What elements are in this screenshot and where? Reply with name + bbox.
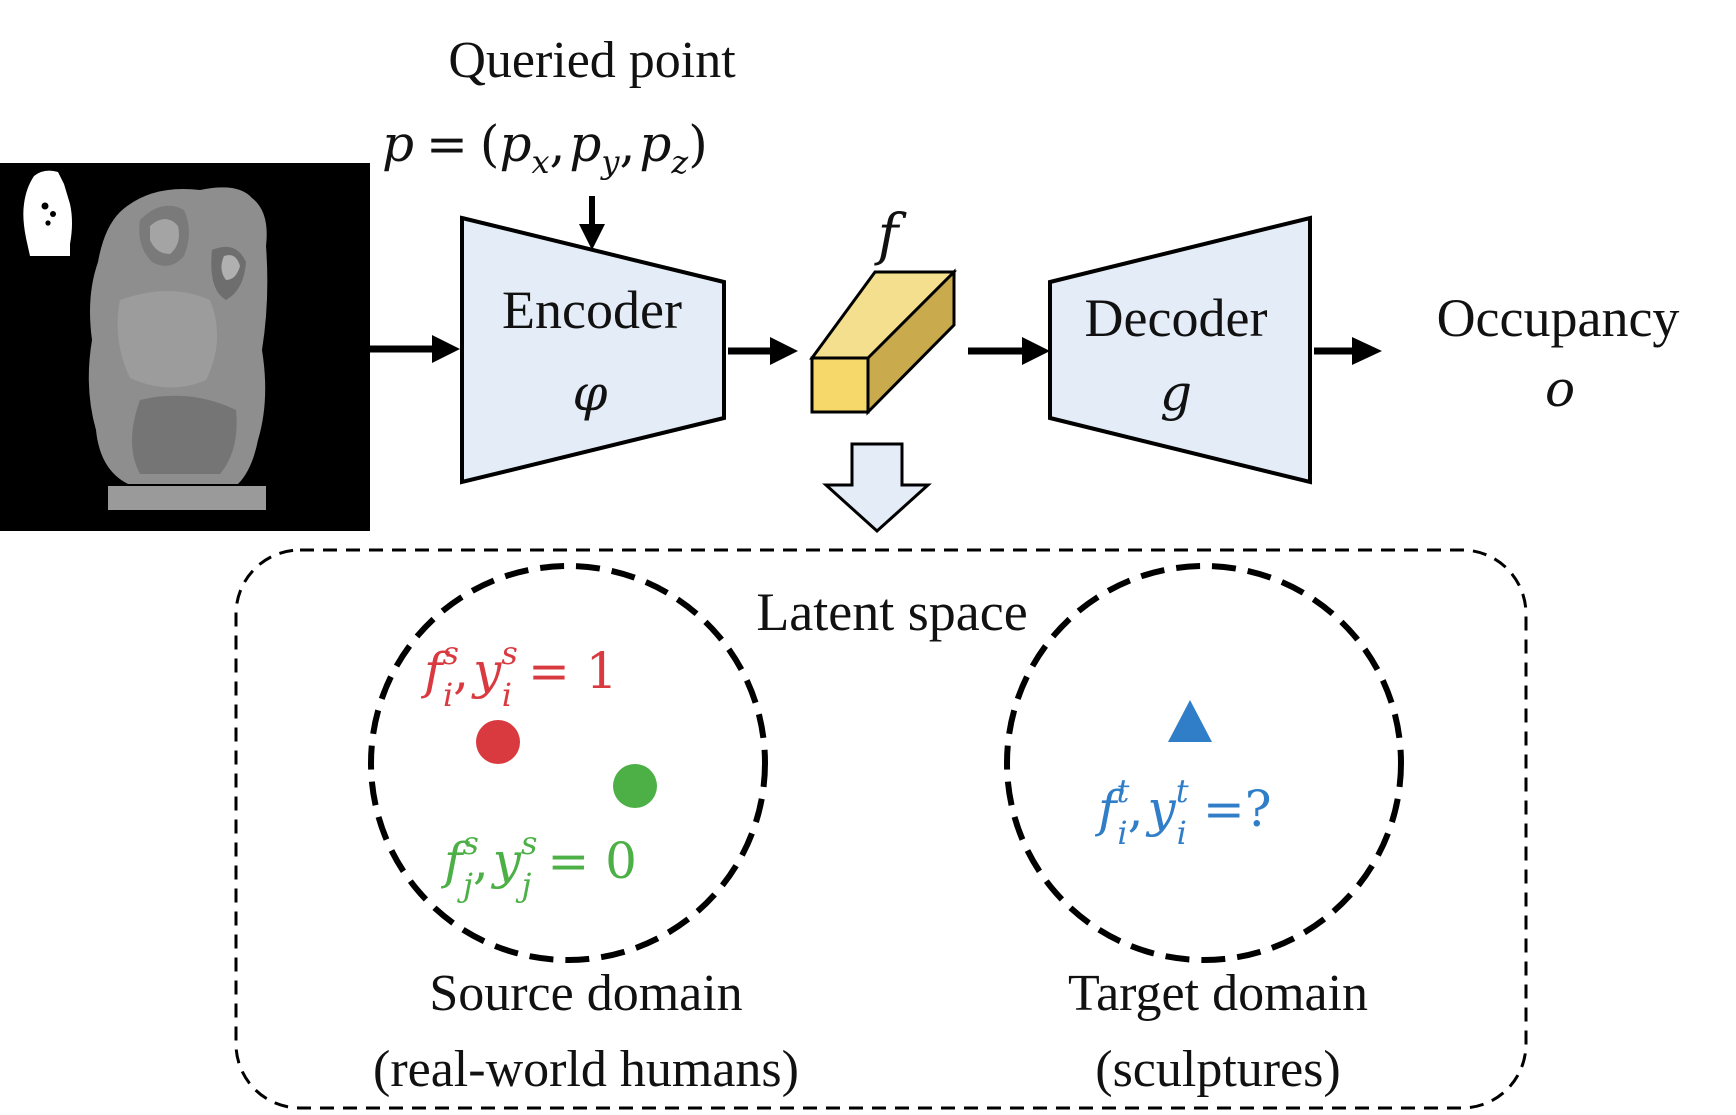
target-domain-title: Target domain — [1068, 965, 1368, 1022]
arrows — [370, 196, 1382, 365]
superscript-s: s — [443, 634, 459, 672]
latent-space-box: Latent space — [234, 548, 1528, 1110]
decoder-block: Decoder g — [1048, 215, 1312, 485]
arrow-decoder-to-output — [1314, 337, 1382, 365]
latent-space-title: Latent space — [756, 582, 1027, 642]
symbol-y: y — [471, 642, 502, 700]
source-domain-subtitle: (real-world humans) — [373, 1041, 799, 1098]
mask-thumbnail — [23, 170, 72, 256]
queried-point-label: Queried point p=(px,py,pz) — [382, 32, 736, 181]
subscript-x: x — [531, 143, 549, 181]
subscript-y: y — [599, 143, 620, 181]
feature-vector: f — [809, 203, 957, 416]
symbol-px: p — [499, 115, 531, 173]
comma-2: , — [620, 115, 636, 173]
arrow-feature-to-decoder — [968, 337, 1050, 365]
target-domain-subtitle: (sculptures) — [1095, 1041, 1340, 1098]
equals-question: =? — [1203, 780, 1272, 838]
encoder-phi-symbol: φ — [572, 364, 607, 422]
cuboid-front — [810, 356, 870, 414]
subscript-i: i — [1117, 814, 1127, 852]
subscript-z: z — [670, 143, 689, 181]
queried-point-title: Queried point — [448, 32, 736, 89]
superscript-s: s — [501, 634, 517, 672]
equals-zero: = 0 — [547, 832, 637, 890]
sculpture-photo — [88, 187, 268, 510]
superscript-t: t — [1176, 772, 1189, 810]
comma-1: , — [550, 115, 566, 173]
symbol-y: y — [491, 832, 522, 890]
encoder-label: Encoder — [502, 280, 682, 340]
feature-symbol: f — [874, 203, 908, 268]
paren-close: ) — [688, 115, 708, 173]
comma: , — [1128, 780, 1144, 838]
subscript-i: i — [1177, 814, 1187, 852]
symbol-p: p — [382, 115, 414, 173]
negative-sample-dot — [613, 764, 657, 808]
comma: , — [453, 642, 469, 700]
occupancy-o-symbol: o — [1545, 360, 1575, 418]
comma: , — [473, 832, 489, 890]
symbol-pz: p — [639, 115, 671, 173]
equals-one: = 1 — [528, 642, 618, 700]
arrow-image-to-encoder — [370, 335, 460, 363]
output-label: Occupancy o — [1437, 288, 1680, 418]
source-domain-title: Source domain — [429, 965, 742, 1022]
arrow-encoder-to-feature — [728, 337, 798, 365]
arrow-query-to-encoder — [579, 196, 605, 250]
hollow-arrow-down — [822, 442, 932, 534]
subscript-i: i — [443, 676, 453, 714]
superscript-s: s — [521, 824, 537, 862]
equals-sign: = — [426, 115, 468, 173]
symbol-y: y — [1146, 780, 1177, 838]
superscript-t: t — [1117, 772, 1130, 810]
superscript-s: s — [463, 824, 479, 862]
occupancy-label: Occupancy — [1437, 288, 1680, 348]
positive-sample-dot — [476, 720, 520, 764]
decoder-g-symbol: g — [1160, 364, 1192, 422]
encoder-block: Encoder φ — [460, 215, 726, 485]
symbol-py: p — [569, 115, 601, 173]
paren-open: ( — [480, 115, 500, 173]
target-sample-triangle — [1168, 700, 1212, 742]
subscript-i: i — [502, 676, 512, 714]
input-image — [0, 163, 370, 531]
query-formula: p=(px,py,pz) — [382, 115, 708, 181]
decoder-label: Decoder — [1085, 288, 1268, 348]
